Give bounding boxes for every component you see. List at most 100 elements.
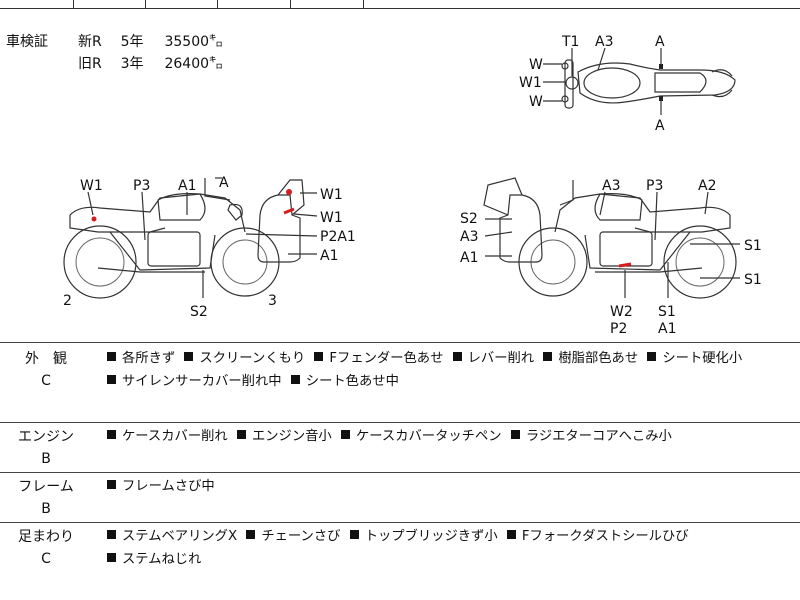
callout-line: [599, 191, 606, 216]
right-side-diagram: A3 P3 A2 S2 A3 A1 S1 S1 W2 P2 S1 A1: [460, 177, 762, 337]
left-screen: [277, 179, 305, 216]
callout-line: [597, 47, 606, 71]
label-p3: P3: [646, 178, 663, 194]
left-swingarm: [109, 231, 216, 271]
section-title: 足まわり: [18, 529, 74, 545]
section-grade: C: [41, 551, 51, 567]
rear-wheel-rim: [675, 237, 725, 287]
right-engine: [599, 231, 653, 267]
top-view-fender: [711, 89, 733, 98]
section-title: 外 観: [25, 351, 67, 367]
label-p2: P2: [610, 321, 627, 337]
label-num-2: 2: [63, 293, 72, 309]
shaken-type: 旧R: [78, 56, 102, 72]
right-box: [499, 194, 543, 263]
item: 各所きず: [107, 351, 175, 366]
rear-wheel-rim: [75, 237, 125, 287]
item: シート硬化小: [647, 351, 742, 366]
item: シート色あせ中: [290, 374, 399, 389]
right-handlebar: [559, 180, 574, 206]
top-view-fender: [711, 69, 733, 77]
label-a: A: [655, 34, 665, 50]
shaken-label: 車検証: [6, 34, 48, 50]
divider: [0, 342, 800, 343]
left-exhaust: [97, 267, 205, 273]
section-items: ケースカバー削れ エンジン音小 ケースカバータッチペン ラジエターコアへこみ小: [107, 425, 797, 448]
section-items: ステムベアリングX チェーンさび トップブリッジきず小 Fフォークダストシールひ…: [107, 525, 797, 571]
top-view-handlebar: [564, 59, 574, 109]
item: Fフォークダストシールひび: [506, 529, 689, 544]
label-a: A: [219, 175, 229, 191]
label-p2a1: P2A1: [320, 229, 356, 245]
label-a2: A2: [698, 178, 716, 194]
label-a3: A3: [602, 178, 620, 194]
rear-wheel: [663, 225, 737, 299]
left-seat: [69, 215, 166, 233]
header-cell: [73, 0, 146, 8]
divider: [0, 472, 800, 473]
shaken-row-old: 旧R 3年 26400㌔: [78, 53, 223, 75]
item: Fフェンダー色あせ: [314, 351, 443, 366]
label-a1: A1: [658, 321, 676, 337]
callout-line: [654, 191, 658, 241]
item: スクリーンくもり: [184, 351, 305, 366]
left-frame: [69, 193, 246, 233]
shaken-type: 新R: [78, 34, 102, 50]
section-grade: C: [41, 373, 51, 389]
section-grade: B: [41, 451, 51, 467]
label-w1: W1: [320, 210, 343, 226]
item: ステムベアリングX: [107, 529, 237, 544]
section-grade: B: [41, 501, 51, 517]
top-view-mirror: [561, 95, 569, 103]
top-view-mark: [659, 64, 663, 69]
label-s1: S1: [658, 304, 676, 320]
damage-mark: [286, 189, 292, 195]
label-a: A: [655, 118, 665, 134]
damage-mark: [618, 262, 632, 268]
callout-line: [484, 231, 513, 237]
section-engine: エンジン B ケースカバー削れ エンジン音小 ケースカバータッチペン ラジエター…: [0, 423, 800, 472]
section-items: 各所きず スクリーンくもり Fフェンダー色あせ レバー削れ 樹脂部色あせ シート…: [107, 347, 797, 393]
header-table-strip: [0, 0, 800, 9]
label-a1: A1: [178, 178, 196, 194]
rear-wheel: [63, 225, 137, 299]
item: エンジン音小: [236, 429, 332, 444]
label-num-3: 3: [268, 293, 277, 309]
front-wheel-rim: [222, 239, 268, 285]
header-cell: [0, 0, 74, 8]
label-w: W: [529, 57, 543, 73]
left-engine: [147, 231, 201, 267]
callout-line: [293, 213, 318, 217]
item: ケースカバー削れ: [107, 429, 228, 444]
header-cell: [217, 0, 291, 8]
callout-line: [141, 191, 146, 241]
section-exterior: 外 観 C 各所きず スクリーンくもり Fフェンダー色あせ レバー削れ 樹脂部色…: [0, 343, 800, 422]
top-view-headlight: [565, 76, 579, 90]
label-s2: S2: [460, 211, 478, 227]
damage-mark: [283, 207, 295, 215]
label-w1: W1: [519, 75, 542, 91]
item: ステムねじれ: [107, 552, 201, 567]
item: ラジエターコアへこみ小: [510, 429, 672, 444]
header-cell: [145, 0, 218, 8]
shaken-km: 26400㌔: [164, 56, 224, 72]
item: 樹脂部色あせ: [543, 351, 638, 366]
label-w1: W1: [80, 178, 103, 194]
right-seat: [634, 215, 731, 233]
right-tank: [594, 193, 643, 221]
shaken-row-new: 新R 5年 35500㌔: [78, 31, 223, 53]
shaken-years: 3年: [120, 56, 144, 72]
divider: [0, 422, 800, 423]
left-handlebar: [204, 178, 231, 201]
right-frame: [554, 193, 731, 233]
left-side-diagram: W1 P3 A1 A W1 W1 P2A1 A1 2 S2 3: [63, 175, 356, 320]
top-view-mirror: [561, 62, 569, 70]
item: サイレンサーカバー削れ中: [107, 374, 282, 389]
section-title: フレーム: [18, 479, 74, 495]
damage-mark: [91, 216, 97, 222]
top-view-mark: [659, 96, 663, 101]
label-s1: S1: [744, 272, 762, 288]
label-w: W: [529, 94, 543, 110]
label-w1: W1: [320, 187, 343, 203]
section-frame: フレーム B フレームさび中: [0, 473, 800, 522]
